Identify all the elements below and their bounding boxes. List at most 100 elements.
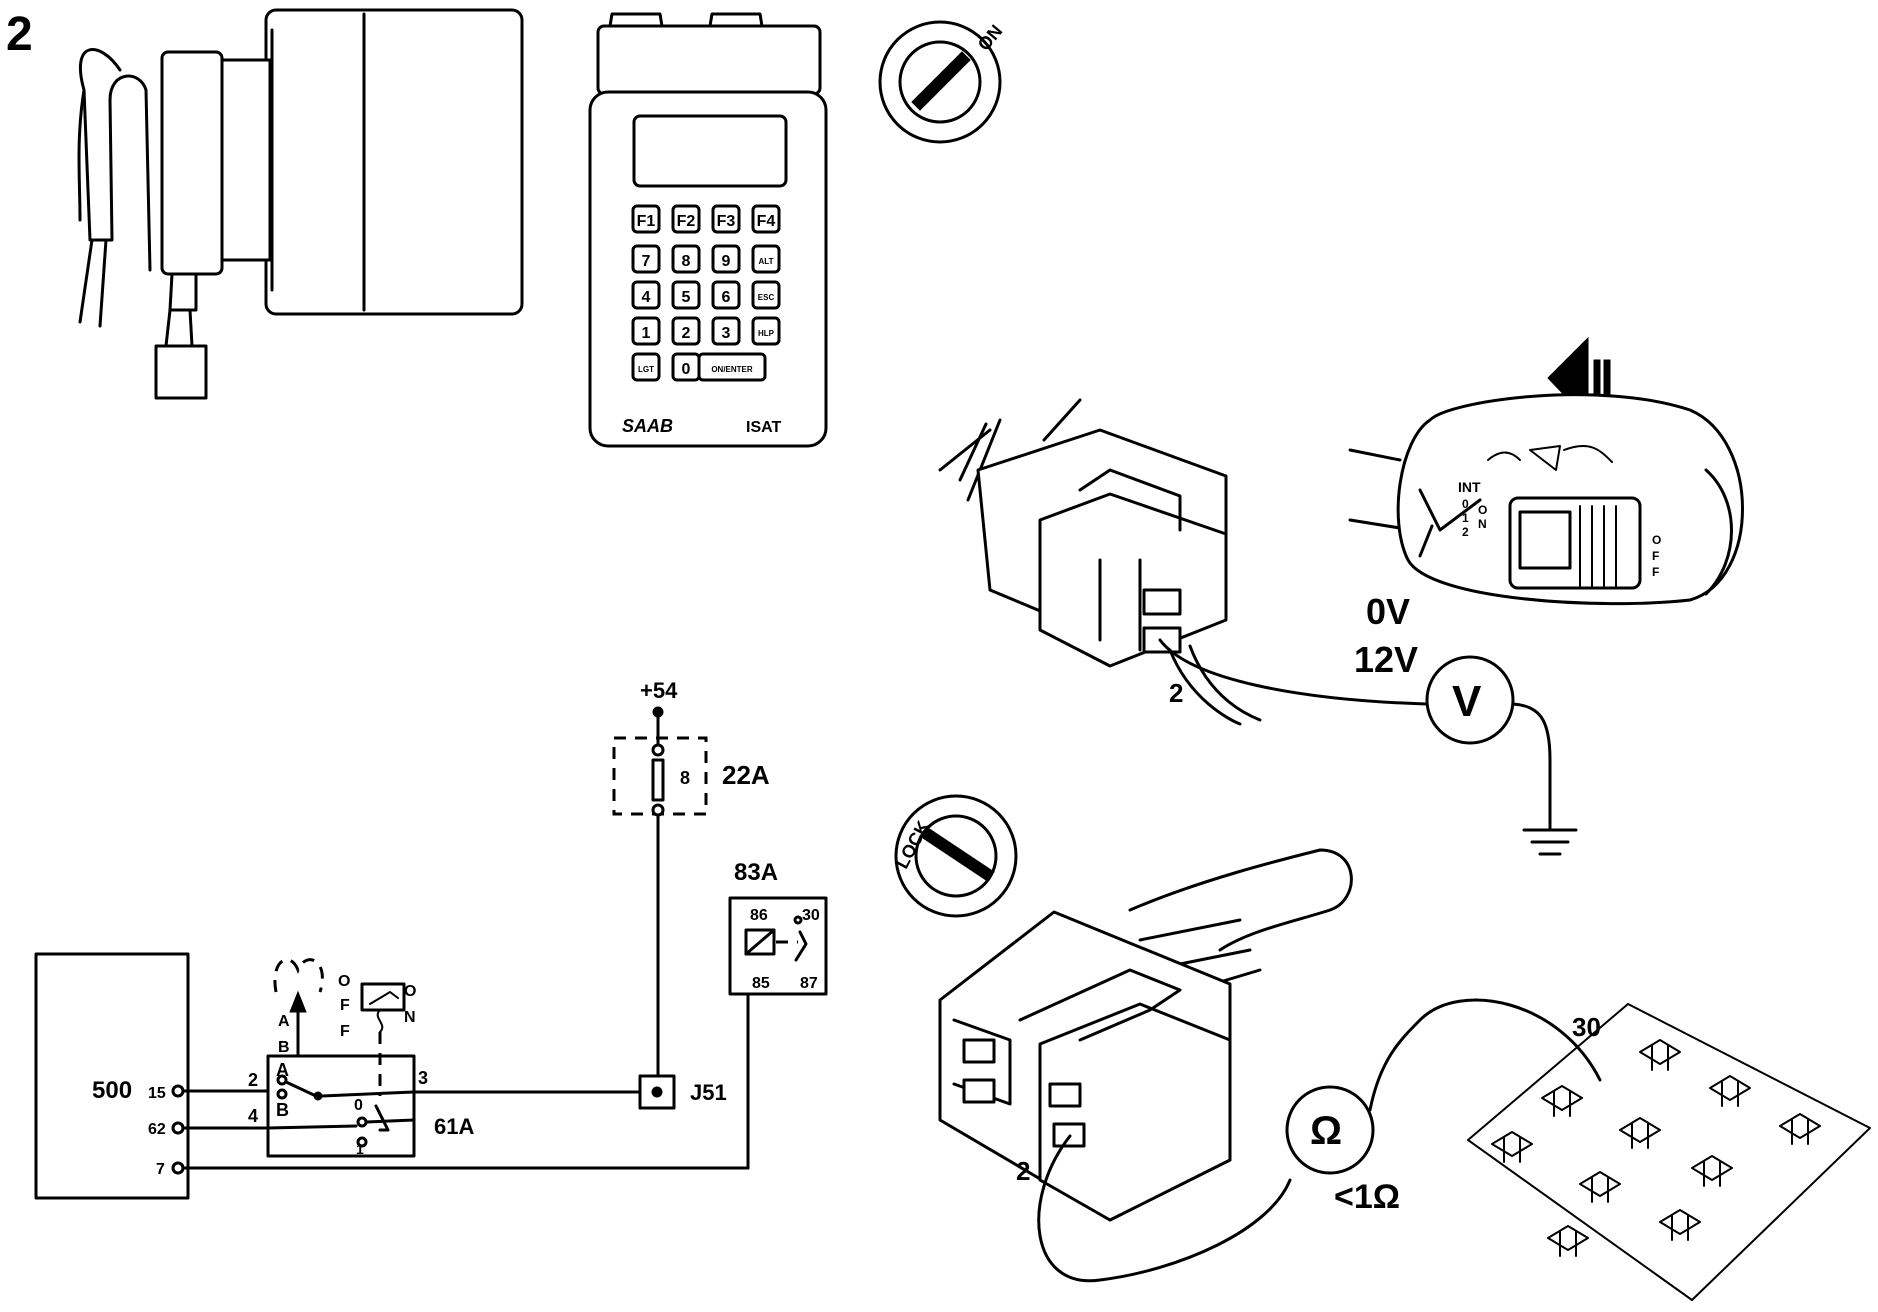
switch-pos-b: B: [276, 1100, 289, 1120]
ohmmeter-symbol: Ω: [1310, 1109, 1342, 1153]
tester-key-label: 8: [682, 253, 691, 270]
fuse-slot: [1779, 1113, 1821, 1145]
fuse-number: 8: [680, 768, 690, 788]
tester-key: [711, 316, 741, 346]
tester-key-label: ON/ENTER: [711, 365, 753, 374]
fuse-slot: [1547, 1225, 1589, 1257]
voltage-pin-label: 2: [1169, 678, 1183, 708]
wiper-stalk-label: INT: [1458, 479, 1481, 495]
tester-key-label: 7: [642, 253, 651, 270]
tester-key-label: 3: [722, 325, 731, 342]
tester-key-label: 4: [642, 289, 651, 306]
tester-key-label: ALT: [759, 257, 774, 266]
tester-key-label: 6: [722, 289, 731, 306]
tester-key: [711, 244, 741, 274]
tester-brand: SAAB: [622, 416, 673, 436]
tester-key: [631, 244, 661, 274]
relay-pin-87: 87: [800, 975, 818, 992]
terminal-30-label: 30: [1572, 1012, 1601, 1042]
switch-pin-0: 0: [354, 1097, 363, 1114]
tester-key: [751, 280, 781, 310]
tester-key: [671, 244, 701, 274]
tester-model: ISAT: [746, 419, 781, 436]
connector-resistance-test: [938, 848, 1602, 1283]
tester-key: [751, 316, 781, 346]
fuse-slot: [1619, 1117, 1661, 1149]
tester-key: [631, 316, 661, 346]
tester-key-label: 1: [642, 325, 651, 342]
upper-label-b: B: [278, 1039, 290, 1056]
fuse-slot: [1659, 1209, 1701, 1241]
wiper-stalk-label: F: [1652, 549, 1659, 563]
tester-key: [711, 280, 741, 310]
voltmeter: V: [1425, 655, 1515, 745]
wiper-stalk-label: F: [1652, 565, 1659, 579]
switch-pin-4: 4: [248, 1106, 258, 1126]
connector-id: J51: [690, 1080, 727, 1105]
small-switch-f2: F: [340, 1023, 350, 1040]
supply-label: +54: [640, 678, 678, 703]
module-pin-7: 7: [156, 1161, 165, 1178]
resistance-pin-label: 2: [1016, 1156, 1030, 1186]
connector-voltage-test: [938, 398, 1428, 726]
wiper-stalk-label: 0: [1462, 497, 1469, 511]
tester-key-label: 9: [722, 253, 731, 270]
tester-key-label: LGT: [638, 365, 654, 374]
module-pin-15: 15: [148, 1085, 166, 1102]
tester-key: [631, 352, 661, 382]
tester-key-label: 0: [682, 361, 691, 378]
wiper-stalk-label: 1: [1462, 511, 1469, 525]
ignition-on-icon: ON: [878, 20, 1006, 144]
wiper-stalk-label: N: [1478, 517, 1487, 531]
fuse-slots: [1491, 1039, 1821, 1257]
voltage-value-low: 0V: [1366, 591, 1410, 632]
tester-key-label: F3: [717, 213, 736, 230]
relay-pin-86: 86: [750, 907, 768, 924]
relay-pin-30: 30: [802, 907, 820, 924]
tester-key: [671, 316, 701, 346]
switch-pin-1: 1: [356, 1141, 364, 1157]
tester-key: [631, 204, 661, 234]
wiper-stalk-label: O: [1478, 503, 1487, 517]
fuse-slot: [1639, 1039, 1681, 1071]
control-unit-illustration: [77, 8, 524, 400]
tester-key: [751, 244, 781, 274]
tester-key-label: HLP: [758, 329, 775, 338]
fuse-id: 22A: [722, 760, 770, 790]
tester-key: [711, 204, 741, 234]
small-switch-f1: F: [340, 997, 350, 1014]
wiper-stalk-label: 2: [1462, 525, 1469, 539]
voltmeter-symbol: V: [1452, 677, 1482, 726]
relay-id: 83A: [734, 859, 778, 886]
small-switch-o: O: [338, 973, 350, 990]
fuse-slot: [1541, 1085, 1583, 1117]
tester-key: [671, 280, 701, 310]
control-module-label: 500: [92, 1077, 132, 1104]
tester-key: [671, 204, 701, 234]
fuse-box-plate: [1467, 1003, 1871, 1301]
switch-id: 61A: [434, 1114, 474, 1139]
upper-label-a: A: [278, 1013, 290, 1030]
small-switch-o2: O: [404, 983, 416, 1000]
fuse-slot: [1691, 1155, 1733, 1187]
module-pin-62: 62: [148, 1121, 166, 1138]
voltage-value-high: 12V: [1354, 639, 1418, 680]
fuse-slot: [1579, 1171, 1621, 1203]
fuse-slot: [1491, 1131, 1533, 1163]
tester-key-label: 2: [682, 325, 691, 342]
tester-key: [751, 204, 781, 234]
wiper-stalk-label: O: [1652, 533, 1661, 547]
fuse-slot: [1709, 1075, 1751, 1107]
relay-pin-85: 85: [752, 975, 770, 992]
ignition-lock-icon: LOCK: [892, 794, 1018, 918]
tester-key: [697, 352, 767, 382]
tester-key-label: F2: [677, 213, 696, 230]
switch-pin-3: 3: [418, 1068, 428, 1088]
tester-key-label: F4: [757, 213, 776, 230]
small-switch-n: N: [404, 1009, 416, 1026]
tester-key-label: 5: [682, 289, 691, 306]
